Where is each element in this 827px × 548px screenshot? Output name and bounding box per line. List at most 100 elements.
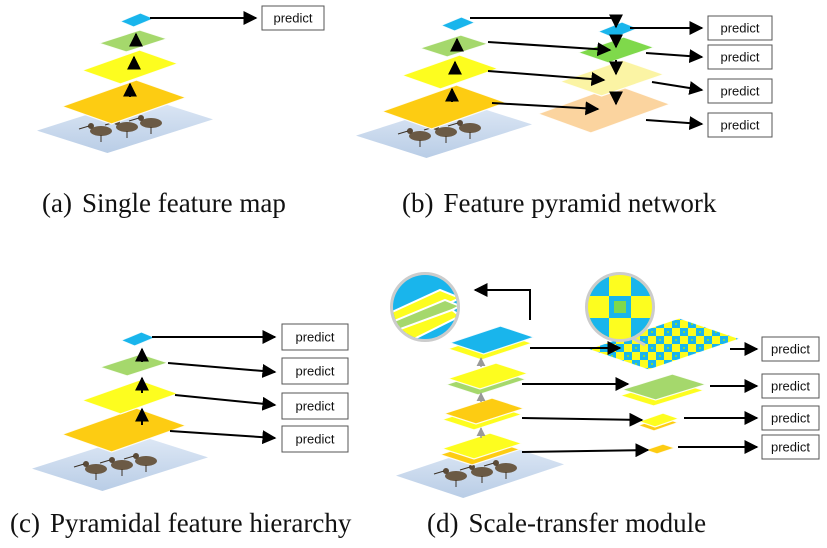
predict-label: predict	[295, 364, 334, 379]
bird-beak	[397, 130, 409, 135]
predict-box-frame	[261, 5, 325, 31]
predict-label: predict	[295, 399, 334, 414]
predict-label: predict	[771, 379, 810, 394]
magnifier-content	[393, 275, 457, 339]
panel-b-top-layer-1	[536, 84, 672, 134]
panel-c-predict-box-3: predict	[281, 392, 349, 420]
panel-c-predict-box-1: predict	[281, 323, 349, 351]
panel-d-stack-layer-2b	[442, 397, 526, 425]
predict-box-frame	[281, 323, 349, 351]
caption-d: (d) Scale-transfer module	[427, 508, 706, 539]
caption-a: (a) Single feature map	[42, 188, 286, 219]
panel-b-bottom-layer-1	[380, 84, 508, 130]
panel-c-predict-arrow-3	[174, 394, 277, 411]
predict-box-frame	[707, 15, 773, 41]
panel-b-top-layer-2	[558, 59, 666, 97]
caption-a-label: (a)	[42, 188, 72, 218]
panel-b-lateral-arrow-3	[487, 70, 606, 87]
bird-body	[135, 456, 157, 466]
panel-d-photo	[396, 442, 564, 498]
caption-d-text: Scale-transfer module	[468, 508, 707, 538]
panel-a-layer-3	[97, 29, 169, 53]
panel-b-predict-arrow-2	[645, 49, 704, 64]
bird-head	[443, 468, 449, 474]
predict-box-frame	[761, 434, 820, 460]
zoom-yellow-band-2	[393, 308, 457, 339]
panel-c-layer-1	[60, 407, 188, 453]
panel-a-photo	[37, 97, 213, 153]
predict-label: predict	[720, 84, 759, 99]
bird-body	[459, 123, 481, 133]
panel-d-predict-box-2: predict	[761, 373, 820, 399]
bird-body	[140, 118, 162, 128]
panel-d-magnifier-checker	[585, 272, 655, 347]
panel-b-bottom-layer-3	[418, 34, 490, 58]
caption-a-text: Single feature map	[81, 188, 286, 218]
panel-b-bottom-layer-4	[439, 16, 477, 32]
predict-box-frame	[707, 78, 773, 104]
panel-b-bottom-layer-2	[400, 54, 500, 90]
bird-body	[116, 122, 138, 132]
bird-beak	[447, 122, 459, 127]
bird-body	[409, 131, 431, 141]
bird-beak	[433, 470, 445, 475]
bird-body	[90, 126, 112, 136]
predict-label: predict	[295, 330, 334, 345]
bird-head	[109, 457, 115, 463]
zoom-green-cell	[614, 301, 626, 313]
panel-c-photo	[32, 435, 208, 491]
bird-beak	[483, 462, 495, 467]
bird-beak	[459, 466, 471, 471]
panel-b-predict-arrow-4	[645, 116, 704, 131]
predict-label: predict	[720, 21, 759, 36]
panel-d-transfer-arrow-4	[521, 443, 650, 458]
magnifier-handle	[631, 336, 646, 347]
predict-box-frame	[281, 392, 349, 420]
bird-head	[88, 123, 94, 129]
caption-c-label: (c)	[10, 508, 40, 538]
panel-c-predict-box-4: predict	[281, 425, 349, 453]
caption-d-label: (d)	[427, 508, 459, 538]
bird-body	[495, 463, 517, 473]
caption-b-label: (b)	[402, 188, 434, 218]
predict-label: predict	[295, 432, 334, 447]
caption-b-text: Feature pyramid network	[443, 188, 717, 218]
panel-d-transfer-arrow-3	[521, 412, 644, 427]
panel-d-feedback-arrow	[473, 283, 531, 320]
predict-box-frame	[281, 425, 349, 453]
panel-b-predict-box-3: predict	[707, 78, 773, 104]
predict-label: predict	[771, 440, 810, 455]
predict-box-frame	[281, 357, 349, 385]
bird-beak	[78, 125, 90, 130]
panel-b-predict-arrow-3	[651, 81, 704, 95]
predict-box-frame	[707, 44, 773, 70]
panel-d-predict-box-4: predict	[761, 434, 820, 460]
panel-c-layer-2	[80, 379, 180, 415]
caption-b: (b) Feature pyramid network	[402, 188, 716, 219]
bird-beak	[128, 117, 140, 122]
bird-head	[469, 464, 475, 470]
panel-c-predict-box-2: predict	[281, 357, 349, 385]
panel-b-predict-box-2: predict	[707, 44, 773, 70]
panel-c-predict-arrow-4	[169, 430, 277, 445]
panel-c-layer-4	[119, 331, 157, 347]
bird-head	[138, 115, 144, 121]
predict-box-frame	[761, 336, 820, 362]
panel-d-predict-box-1: predict	[761, 336, 820, 362]
predict-label: predict	[771, 342, 810, 357]
caption-c-text: Pyramidal feature hierarchy	[49, 508, 352, 538]
panel-c-predict-arrow-2	[167, 362, 277, 378]
bird-beak	[73, 463, 85, 468]
predict-box-frame	[761, 373, 820, 399]
panel-d-right-layer-3	[637, 412, 681, 428]
panel-b-lateral-arrow-4	[491, 101, 600, 116]
bird-head	[493, 460, 499, 466]
predict-label: predict	[771, 411, 810, 426]
panel-d-upscaled-map	[586, 317, 742, 371]
bird-body	[85, 464, 107, 474]
panel-d-stack-layer-3b	[446, 362, 530, 390]
bird-beak	[99, 459, 111, 464]
panel-a-layer-4	[118, 12, 156, 28]
panel-a-predict-box: predict	[261, 5, 325, 31]
